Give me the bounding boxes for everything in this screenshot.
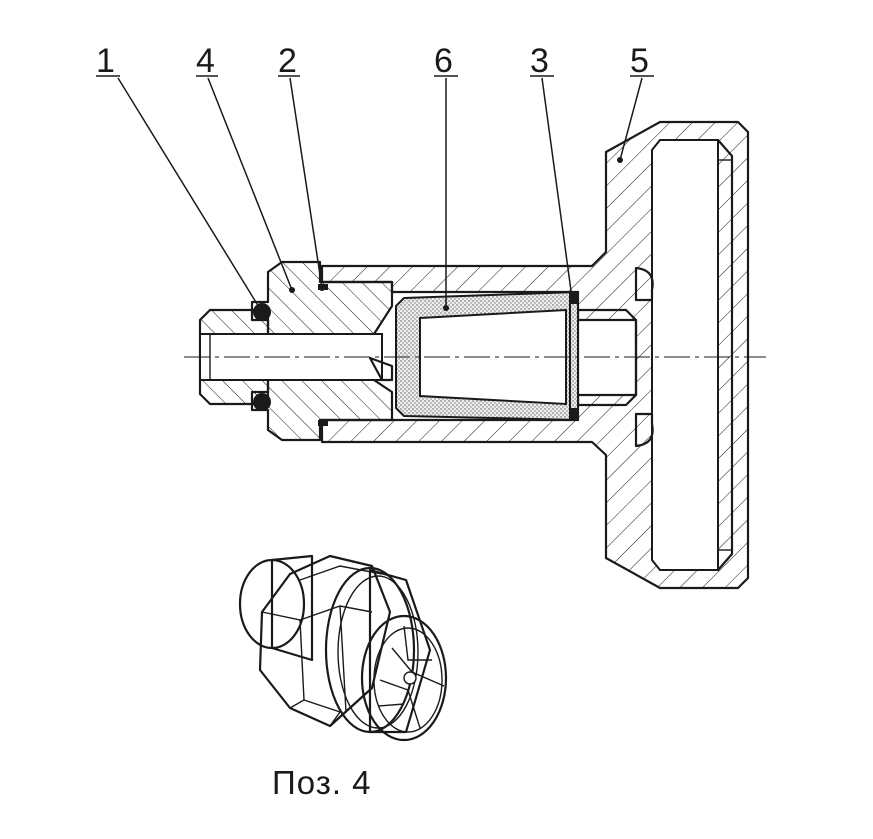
detail-caption: Поз. 4 <box>272 764 372 801</box>
flange-cavity <box>651 139 719 571</box>
detail-front-face <box>360 614 448 742</box>
section-view <box>184 120 766 590</box>
callout-label-1: 1 <box>96 42 115 80</box>
callout-label-6: 6 <box>434 42 453 80</box>
o-ring-bottom-part-1 <box>253 393 271 411</box>
filter-inner-cavity <box>419 308 567 406</box>
callout-leaders <box>96 75 654 315</box>
housing-recess-top <box>634 266 654 302</box>
callout-label-2: 2 <box>278 42 297 80</box>
flange-inner-rim <box>717 139 734 571</box>
callout-label-3: 3 <box>530 42 549 80</box>
detail-view-item-4 <box>238 554 448 742</box>
callout-label-4: 4 <box>196 42 215 80</box>
housing-recess-bottom <box>634 412 654 448</box>
callout-label-5: 5 <box>630 42 649 80</box>
seal-ring-bottom-part-2 <box>318 420 328 426</box>
callout-labels: 1 4 2 6 3 5 <box>96 42 649 80</box>
